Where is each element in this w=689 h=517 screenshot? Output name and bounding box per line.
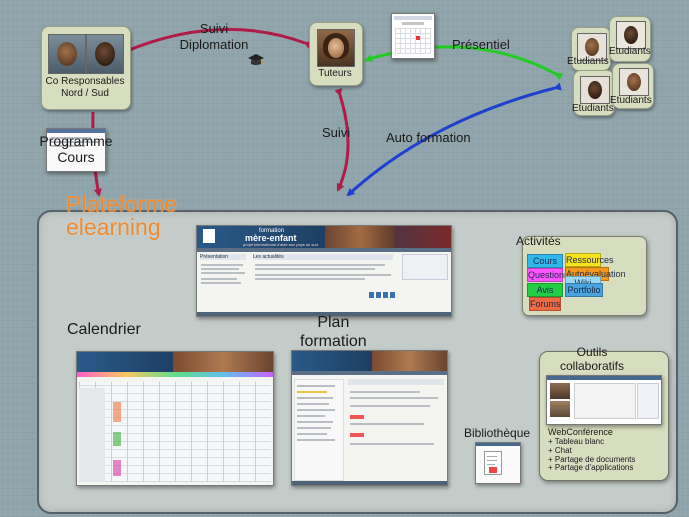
platform-panel-right: Les actualités: [253, 254, 393, 260]
edge-label-suivi: Suivi: [322, 125, 351, 140]
webconference-label: WebConférence: [548, 427, 613, 437]
outils-feature-1: + Tableau blanc: [548, 437, 605, 446]
outils-feature-4: + Partage d'applications: [548, 463, 634, 472]
activite-ressources: Ressources: [565, 253, 614, 267]
activite-cours: Cours: [527, 254, 563, 268]
programme-label: Programme Cours: [39, 133, 113, 165]
outils-feature-3: + Partage de documents: [548, 455, 636, 464]
platform-title: Plateforme elearning: [66, 191, 178, 240]
bibliotheque-label: Bibliothèque: [464, 426, 531, 440]
plan-screenshot: [291, 350, 448, 486]
calendar-thumbnail: [391, 13, 435, 59]
edge-label-auto-formation: Auto formation: [386, 130, 471, 145]
edge-label-suivi-diplomation: Suivi Diplomation: [179, 21, 249, 52]
activite-questionnaire: Questionnaire: [527, 268, 585, 282]
calendrier-label: Calendrier: [67, 321, 141, 338]
outils-title: Outils collaboratifs: [559, 345, 625, 373]
platform-screenshot: formation mère-enfant projet internation…: [196, 225, 452, 317]
platform-brand-main: mère-enfant: [245, 233, 297, 243]
etudiants-label-3: Etudiants: [572, 103, 614, 114]
edge-label-presentiel: Présentiel: [452, 37, 510, 52]
etudiants-label-2: Etudiants: [609, 46, 651, 57]
tuteurs-label: Tuteurs: [318, 68, 352, 79]
tuteurs-node: [309, 22, 363, 86]
edge-auto-formation: [346, 82, 562, 197]
platform-brand-top: formation: [259, 228, 285, 234]
edge-suivi-diplomation: [111, 27, 313, 59]
edge-suivi: [334, 88, 350, 192]
programme-thumbnail: [46, 128, 106, 172]
etudiants-node-1: [571, 27, 611, 71]
coresp-node: [41, 26, 131, 110]
etudiants-node-3: [573, 70, 615, 116]
calendrier-screenshot: [76, 351, 274, 486]
tuteur-photo: [317, 29, 355, 67]
webconference-screenshot: [546, 375, 662, 425]
etudiants-node-2: [609, 16, 651, 62]
graduation-cap-icon: [247, 53, 265, 67]
activite-portfolio: Portfolio: [565, 283, 603, 297]
platform-brand-sub: projet international d'aide aux pays du …: [243, 242, 318, 247]
etudiants-label-1: Etudiants: [567, 56, 609, 67]
etudiants-label-4: Etudiants: [610, 95, 652, 106]
etudiants-node-4: [612, 63, 654, 109]
activites-title: Activités: [516, 234, 561, 248]
document-icon: [484, 451, 502, 475]
platform-panel-left: Présentation: [200, 254, 246, 260]
coresp-label: Co Responsables Nord / Sud: [45, 76, 125, 99]
outils-feature-2: + Chat: [548, 446, 572, 455]
coresp-photo-1: [48, 34, 86, 74]
activite-forums: Forums: [529, 297, 561, 311]
bibliotheque-thumbnail: [475, 442, 521, 484]
activite-avis: Avis: [527, 283, 563, 297]
coresp-photo-2: [86, 34, 124, 74]
plan-label: Plan formation: [300, 314, 367, 350]
